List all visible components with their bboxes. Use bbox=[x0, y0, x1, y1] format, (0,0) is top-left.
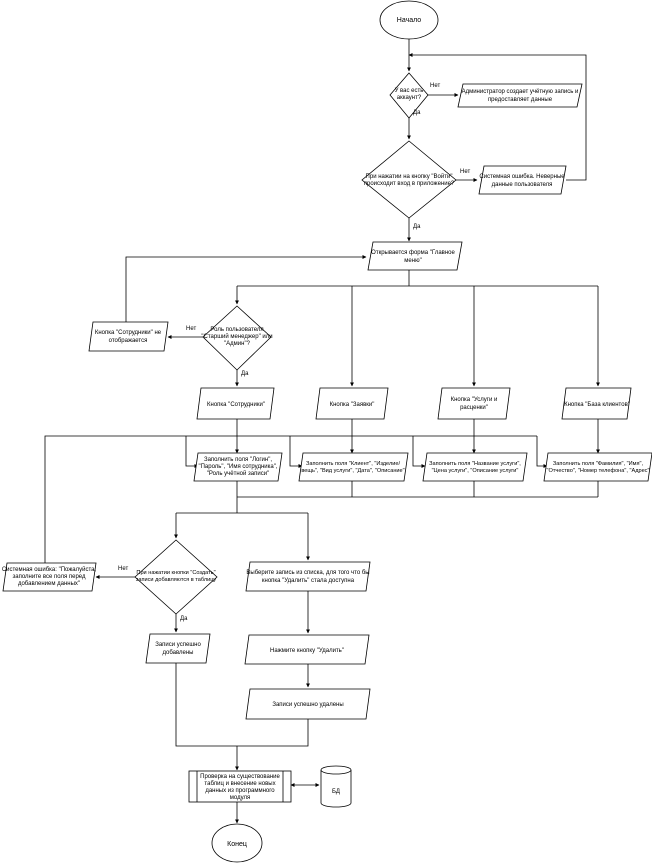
io-admin-creates bbox=[457, 83, 583, 108]
edge-return-clients bbox=[536, 436, 548, 468]
database-cylinder-top bbox=[320, 769, 352, 775]
edge-nostaff-to-menu bbox=[125, 255, 367, 322]
database-cylinder bbox=[320, 765, 352, 808]
label-create-no: Нет bbox=[118, 566, 128, 572]
edge-error-loop bbox=[408, 53, 587, 181]
fill-staff-label: Заполнить поля "Логин","Пароль", "Имя со… bbox=[198, 457, 277, 477]
io-records-added bbox=[145, 633, 211, 664]
io-fill-services bbox=[422, 452, 528, 482]
label-login-yes: Да bbox=[413, 224, 421, 230]
io-no-staff-button bbox=[88, 321, 169, 352]
fill-clients-label: Заполнить поля "Фамилия", "Имя","Отчеств… bbox=[547, 461, 650, 474]
label-account-no: Нет bbox=[430, 83, 440, 89]
edge-return-orders bbox=[289, 436, 303, 468]
edge-return-staff bbox=[185, 436, 199, 468]
start-terminator bbox=[379, 0, 439, 40]
decision-account bbox=[389, 72, 429, 119]
io-fill-orders bbox=[298, 452, 409, 482]
label-role-no: Нет bbox=[186, 326, 196, 332]
button-clients-label: Кнопка "База клиентов" bbox=[564, 402, 630, 408]
decision-create-label: При нажатии кнопки "Создать"записи добав… bbox=[136, 570, 217, 583]
edge-error-return-bus bbox=[44, 435, 537, 563]
io-login-error bbox=[478, 165, 567, 195]
io-fields-error bbox=[2, 562, 97, 592]
io-fill-staff bbox=[193, 452, 283, 482]
io-button-staff bbox=[196, 387, 275, 420]
decision-login bbox=[361, 140, 457, 219]
label-account-yes: Да bbox=[413, 110, 421, 116]
io-button-services bbox=[437, 387, 511, 420]
decision-login-label: При нажатии на кнопку "Войти"происходит … bbox=[364, 173, 455, 187]
label-login-no: Нет bbox=[460, 169, 470, 175]
io-main-menu bbox=[367, 241, 463, 271]
connectors bbox=[44, 39, 600, 824]
io-button-clients bbox=[561, 387, 632, 420]
button-orders-label: Кнопка "Заявки" bbox=[330, 402, 375, 408]
io-button-orders bbox=[315, 387, 389, 420]
press-delete-label: Нажмите кнопку "Удалить" bbox=[270, 648, 344, 654]
io-press-delete bbox=[244, 634, 370, 665]
decision-role-label: Роль пользователя"Старший менеджер" или"… bbox=[201, 327, 272, 347]
select-record-label: Выберите запись из списка, для того что … bbox=[246, 570, 369, 584]
database-label: БД bbox=[332, 789, 340, 795]
edge-labels: Нет Да Нет Да Нет Да Нет Да bbox=[118, 83, 470, 622]
fill-services-label: Заполнить поля "Название услуги","Цена у… bbox=[429, 461, 521, 474]
edge-deleted-down bbox=[237, 719, 309, 747]
io-select-record bbox=[245, 561, 371, 592]
io-fill-clients bbox=[543, 452, 652, 482]
button-staff-label: Кнопка "Сотрудники" bbox=[207, 402, 265, 408]
end-label: Конец bbox=[227, 841, 247, 848]
decision-create bbox=[134, 539, 218, 615]
io-records-deleted bbox=[245, 688, 371, 720]
decision-role bbox=[202, 305, 272, 371]
edge-added-down bbox=[175, 663, 237, 747]
label-role-yes: Да bbox=[241, 371, 249, 377]
fields-error-label: Системная ошибка: "Пожалуйста,заполните … bbox=[2, 566, 97, 587]
fill-orders-label: Заполнить поля "Клиент", "Изделие/вещь",… bbox=[301, 461, 404, 474]
records-deleted-label: Записи успешно удалены bbox=[272, 702, 343, 708]
label-create-yes: Да bbox=[180, 616, 188, 622]
edge-return-services bbox=[412, 436, 426, 468]
end-terminator bbox=[211, 823, 263, 863]
process-check-tables bbox=[188, 770, 292, 803]
start-label: Начало bbox=[397, 17, 421, 24]
